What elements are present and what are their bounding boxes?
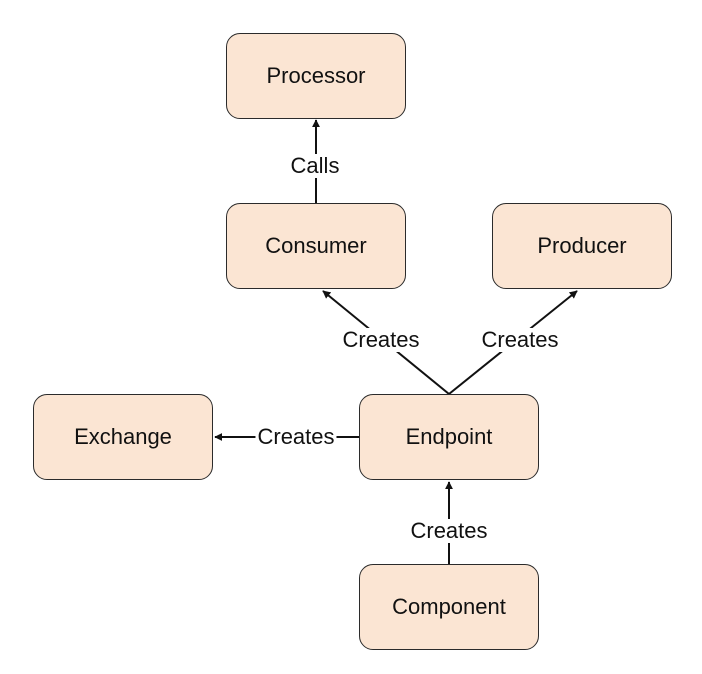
edge-label-creates-consumer: Creates — [340, 327, 422, 352]
endpoint-node: Endpoint — [359, 394, 539, 480]
exchange-label: Exchange — [74, 424, 172, 449]
edge-label-creates-producer: Creates — [479, 327, 561, 352]
edge-label-creates-endpoint: Creates — [408, 518, 490, 543]
component-node: Component — [359, 564, 539, 650]
processor-label: Processor — [266, 63, 366, 88]
producer-label: Producer — [537, 233, 627, 258]
exchange-node: Exchange — [33, 394, 213, 480]
producer-node: Producer — [492, 203, 672, 289]
component-label: Component — [392, 594, 506, 619]
processor-node: Processor — [226, 33, 406, 119]
edge-label-creates-exchange: Creates — [255, 424, 337, 449]
endpoint-label: Endpoint — [405, 424, 493, 449]
consumer-node: Consumer — [226, 203, 406, 289]
consumer-label: Consumer — [265, 233, 367, 258]
edge-label-calls: Calls — [288, 153, 342, 178]
